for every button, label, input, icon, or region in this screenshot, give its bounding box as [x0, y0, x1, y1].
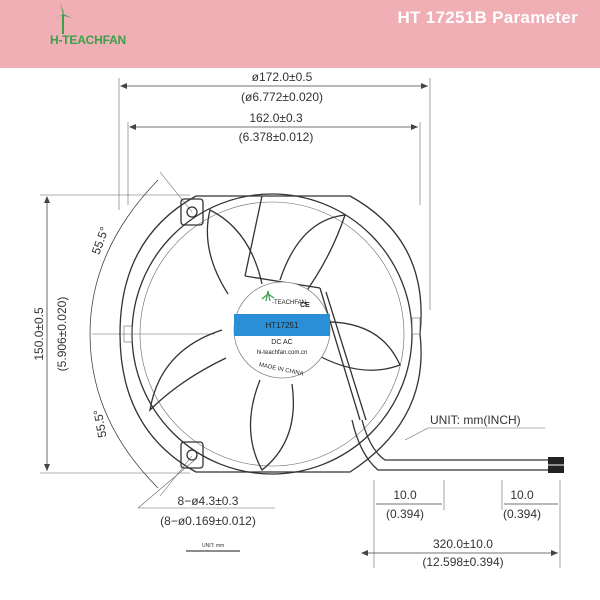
- height-in: (5.906±0.020): [55, 297, 69, 372]
- label-website: hi-teachfan.com.cn: [257, 350, 308, 356]
- outer-diameter-mm: ø172.0±0.5: [252, 70, 313, 84]
- unit-note: UNIT: mm(INCH): [404, 413, 545, 441]
- unit-small-text: UNIT: mm: [202, 543, 224, 549]
- hub-label: -TEACHFAN HT17251 DC AC hi-teachfan.com.…: [233, 281, 331, 379]
- hole-spacing-mm: 162.0±0.3: [249, 111, 303, 125]
- unit-note-text: UNIT: mm(INCH): [430, 413, 521, 427]
- angle-dimensions: 55.5° 55.5°: [89, 171, 215, 497]
- strip-right-mm: 10.0: [510, 488, 534, 502]
- hole-spacing-in: (6.378±0.012): [239, 130, 314, 144]
- strip-left-in: (0.394): [386, 507, 424, 521]
- height-mm: 150.0±0.5: [32, 307, 46, 361]
- brand-logo: [36, 2, 146, 54]
- logo-text: H-TEACHFAN: [50, 33, 126, 47]
- label-turbine-icon: [261, 290, 275, 302]
- logo-h: H: [50, 33, 59, 47]
- wind-turbine-icon: [54, 2, 72, 34]
- label-brand: -TEACHFAN: [272, 300, 306, 306]
- strip-left-mm: 10.0: [393, 488, 417, 502]
- label-power: DC AC: [271, 339, 292, 346]
- label-model: HT17251: [266, 321, 299, 330]
- hole-spacing-dimension: 162.0±0.3 (6.378±0.012): [127, 111, 421, 205]
- lead-mm: 320.0±10.0: [433, 537, 493, 551]
- lead-dimensions: 10.0 (0.394) 10.0 (0.394) 320.0±10.0 (12…: [361, 480, 561, 569]
- outer-diameter-dimension: ø172.0±0.5 (ø6.772±0.020): [118, 70, 431, 310]
- ce-mark-icon: CE: [300, 302, 310, 309]
- holes-callout: 8−ø4.3±0.3 (8−ø0.169±0.012): [137, 457, 275, 528]
- strip-right-in: (0.394): [503, 507, 541, 521]
- header-banner: [0, 0, 600, 68]
- page-title: HT 17251B Parameter: [397, 8, 578, 27]
- height-dimension: 150.0±0.5 (5.906±0.020): [32, 194, 190, 474]
- angle-bottom: 55.5°: [91, 408, 110, 438]
- lead-in: (12.598±0.394): [422, 555, 503, 569]
- outer-diameter-in: (ø6.772±0.020): [241, 90, 323, 104]
- holes-mm: 8−ø4.3±0.3: [178, 494, 239, 508]
- logo-rest: -TEACHFAN: [58, 33, 126, 47]
- holes-in: (8−ø0.169±0.012): [160, 514, 256, 528]
- unit-small-label: UNIT: mm: [186, 543, 240, 552]
